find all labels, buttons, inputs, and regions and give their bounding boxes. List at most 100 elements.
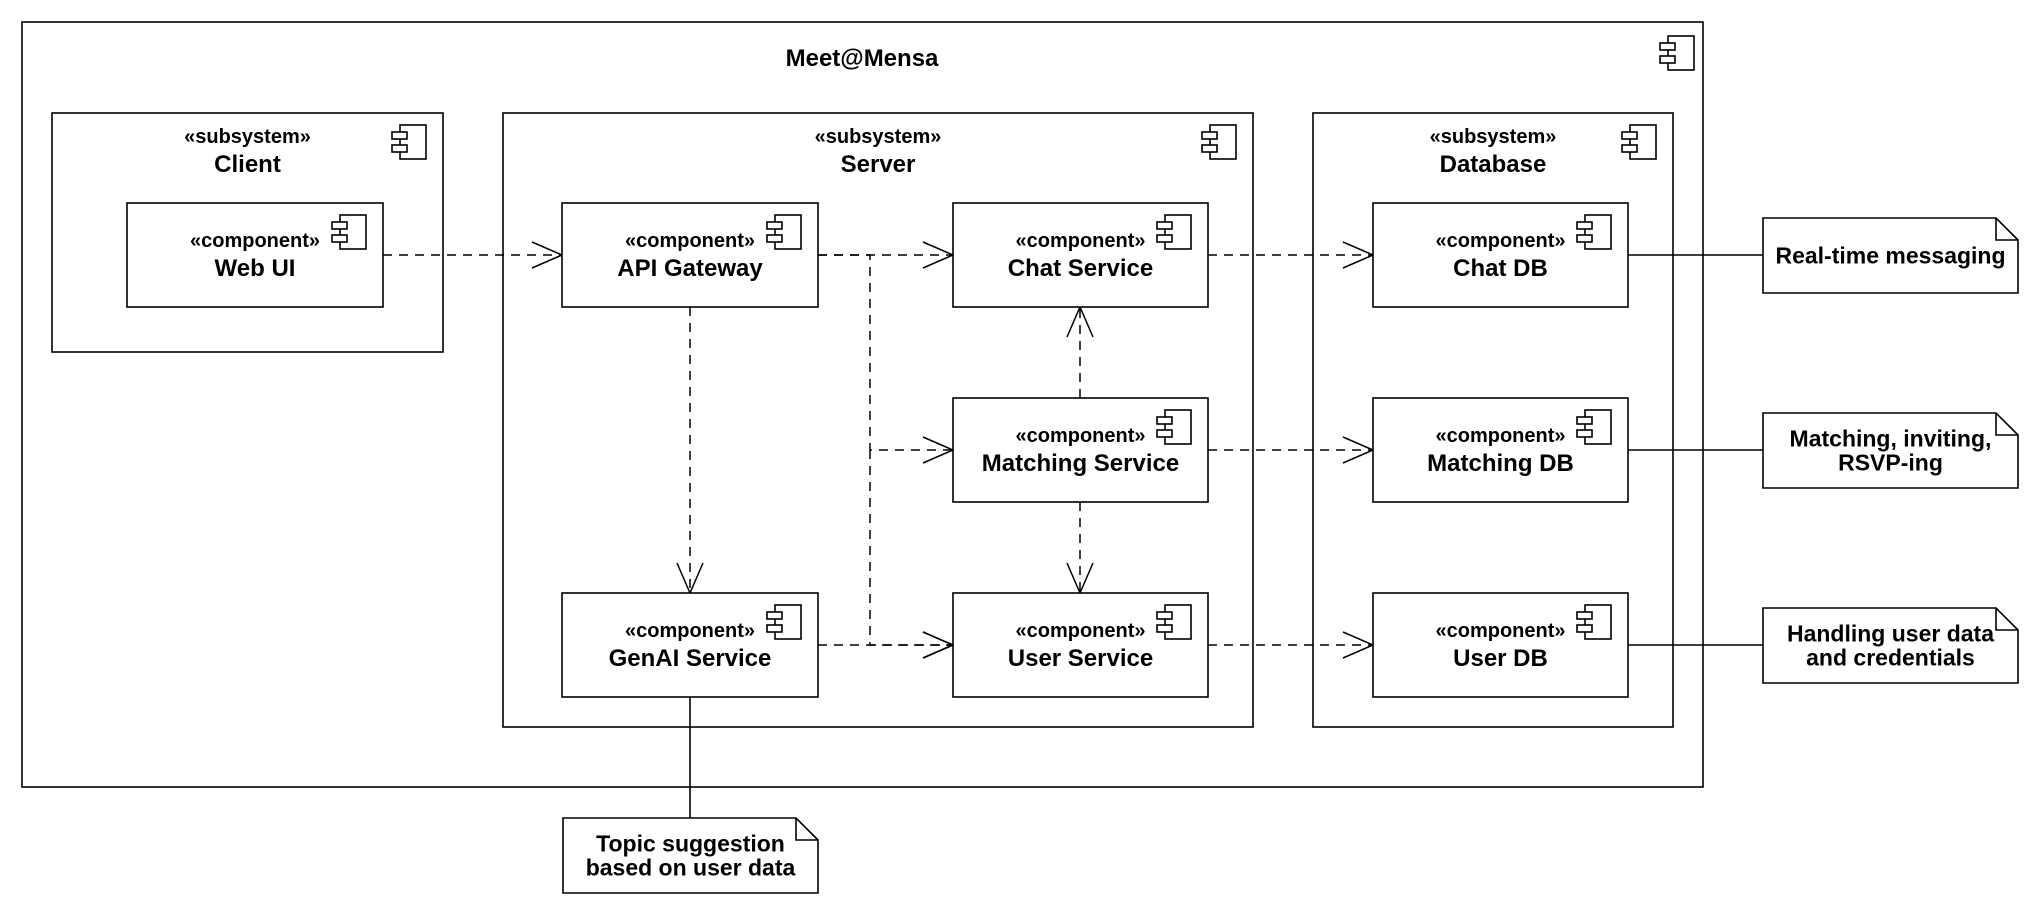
note-text-line: Topic suggestion — [596, 831, 785, 857]
note-text-line: Real-time messaging — [1775, 243, 2005, 269]
component-icon — [1576, 214, 1612, 250]
component-icon-port-top — [1156, 221, 1173, 230]
component-icon-port-top — [1201, 131, 1218, 140]
component-icon-port-bottom — [766, 624, 783, 633]
component-icon-port-top — [391, 131, 408, 140]
component-icon-port-top — [1576, 221, 1593, 230]
component-icon — [766, 604, 802, 640]
subsystem-name: Client — [214, 151, 281, 178]
note-text-line: Handling user data — [1787, 621, 1994, 647]
note-shape — [1762, 217, 2019, 294]
note-text-line: based on user data — [586, 855, 796, 881]
component-icon — [1156, 409, 1192, 445]
dependencies-layer — [383, 241, 1375, 659]
component-icon — [1576, 604, 1612, 640]
component-icon-port-bottom — [1201, 144, 1218, 153]
note-text-line: RSVP-ing — [1838, 450, 1943, 476]
component-name: Matching Service — [982, 450, 1179, 477]
component-icon-port-top — [1621, 131, 1638, 140]
note-shape — [1762, 607, 2019, 684]
component-icon — [766, 214, 802, 250]
component-icon-port-bottom — [1576, 234, 1593, 243]
component-icon-port-bottom — [1156, 624, 1173, 633]
component-icon-port-top — [1659, 42, 1676, 51]
note-fold — [1995, 413, 2018, 436]
subsystem-stereotype: «subsystem» — [815, 126, 942, 148]
subsystem-stereotype: «subsystem» — [1430, 126, 1557, 148]
component-icon-port-top — [1156, 611, 1173, 620]
component-icon-port-top — [766, 221, 783, 230]
note-chat: Real-time messaging — [1628, 217, 2019, 294]
dependency-line — [818, 254, 953, 451]
component-stereotype: «component» — [1015, 620, 1145, 642]
component-name: Chat DB — [1453, 255, 1548, 282]
system-component-icon — [1659, 35, 1695, 71]
component-chatdb: «component» Chat DB — [1372, 202, 1629, 308]
component-icon-body — [1164, 604, 1192, 640]
subsystem-component-icon — [1201, 124, 1237, 160]
note-shape — [562, 817, 819, 894]
component-genai: «component» GenAI Service — [561, 592, 819, 698]
note-fold — [1995, 608, 2018, 631]
component-apigw: «component» API Gateway — [561, 202, 819, 308]
note-fold — [1995, 218, 2018, 241]
component-matchingdb: «component» Matching DB — [1372, 397, 1629, 503]
component-icon-body — [1164, 214, 1192, 250]
components-layer: «component»Web UI«component»API Gateway«… — [126, 202, 1629, 698]
component-stereotype: «component» — [1435, 620, 1565, 642]
component-icon-port-bottom — [1576, 429, 1593, 438]
component-box — [952, 592, 1209, 698]
subsystem-stereotype: «subsystem» — [184, 126, 311, 148]
component-icon — [1576, 409, 1612, 445]
component-icon-body — [1209, 124, 1237, 160]
component-chat: «component» Chat Service — [952, 202, 1209, 308]
component-name: User DB — [1453, 645, 1548, 672]
note-fold — [795, 818, 818, 841]
component-icon-body — [1584, 604, 1612, 640]
component-matching: «component» Matching Service — [952, 397, 1209, 503]
component-stereotype: «component» — [625, 230, 755, 252]
component-icon — [1156, 214, 1192, 250]
subsystem-name: Database — [1440, 151, 1547, 178]
note-matching: Matching, inviting,RSVP-ing — [1628, 412, 2019, 489]
component-icon-port-bottom — [1659, 55, 1676, 64]
system-title: Meet@Mensa — [786, 45, 939, 72]
subsystem-component-icon — [1621, 124, 1657, 160]
note-shape — [1762, 412, 2019, 489]
component-stereotype: «component» — [1015, 425, 1145, 447]
component-userdb: «component» User DB — [1372, 592, 1629, 698]
component-name: Web UI — [215, 255, 296, 282]
component-stereotype: «component» — [1015, 230, 1145, 252]
component-icon-body — [774, 214, 802, 250]
note-text-line: and credentials — [1806, 645, 1975, 671]
component-stereotype: «component» — [190, 230, 320, 252]
component-icon-port-top — [331, 221, 348, 230]
component-icon — [331, 214, 367, 250]
component-icon-body — [339, 214, 367, 250]
component-user: «component»User Service — [952, 592, 1209, 698]
component-icon-body — [1667, 35, 1695, 71]
component-name: Chat Service — [1008, 255, 1153, 282]
component-icon-port-bottom — [766, 234, 783, 243]
component-stereotype: «component» — [1435, 230, 1565, 252]
component-name: Matching DB — [1427, 450, 1574, 477]
component-icon-port-top — [1576, 416, 1593, 425]
component-icon-port-bottom — [1621, 144, 1638, 153]
component-name: API Gateway — [617, 255, 763, 282]
subsystem-component-icon — [391, 124, 427, 160]
component-icon-body — [1629, 124, 1657, 160]
subsystem-name: Server — [841, 151, 916, 178]
component-name: GenAI Service — [609, 645, 772, 672]
component-stereotype: «component» — [1435, 425, 1565, 447]
component-icon-port-top — [766, 611, 783, 620]
component-icon-port-bottom — [391, 144, 408, 153]
component-icon-port-top — [1576, 611, 1593, 620]
component-stereotype: «component» — [625, 620, 755, 642]
component-icon-port-bottom — [1156, 234, 1173, 243]
note-text-line: Matching, inviting, — [1790, 426, 1992, 452]
component-icon-port-bottom — [1576, 624, 1593, 633]
